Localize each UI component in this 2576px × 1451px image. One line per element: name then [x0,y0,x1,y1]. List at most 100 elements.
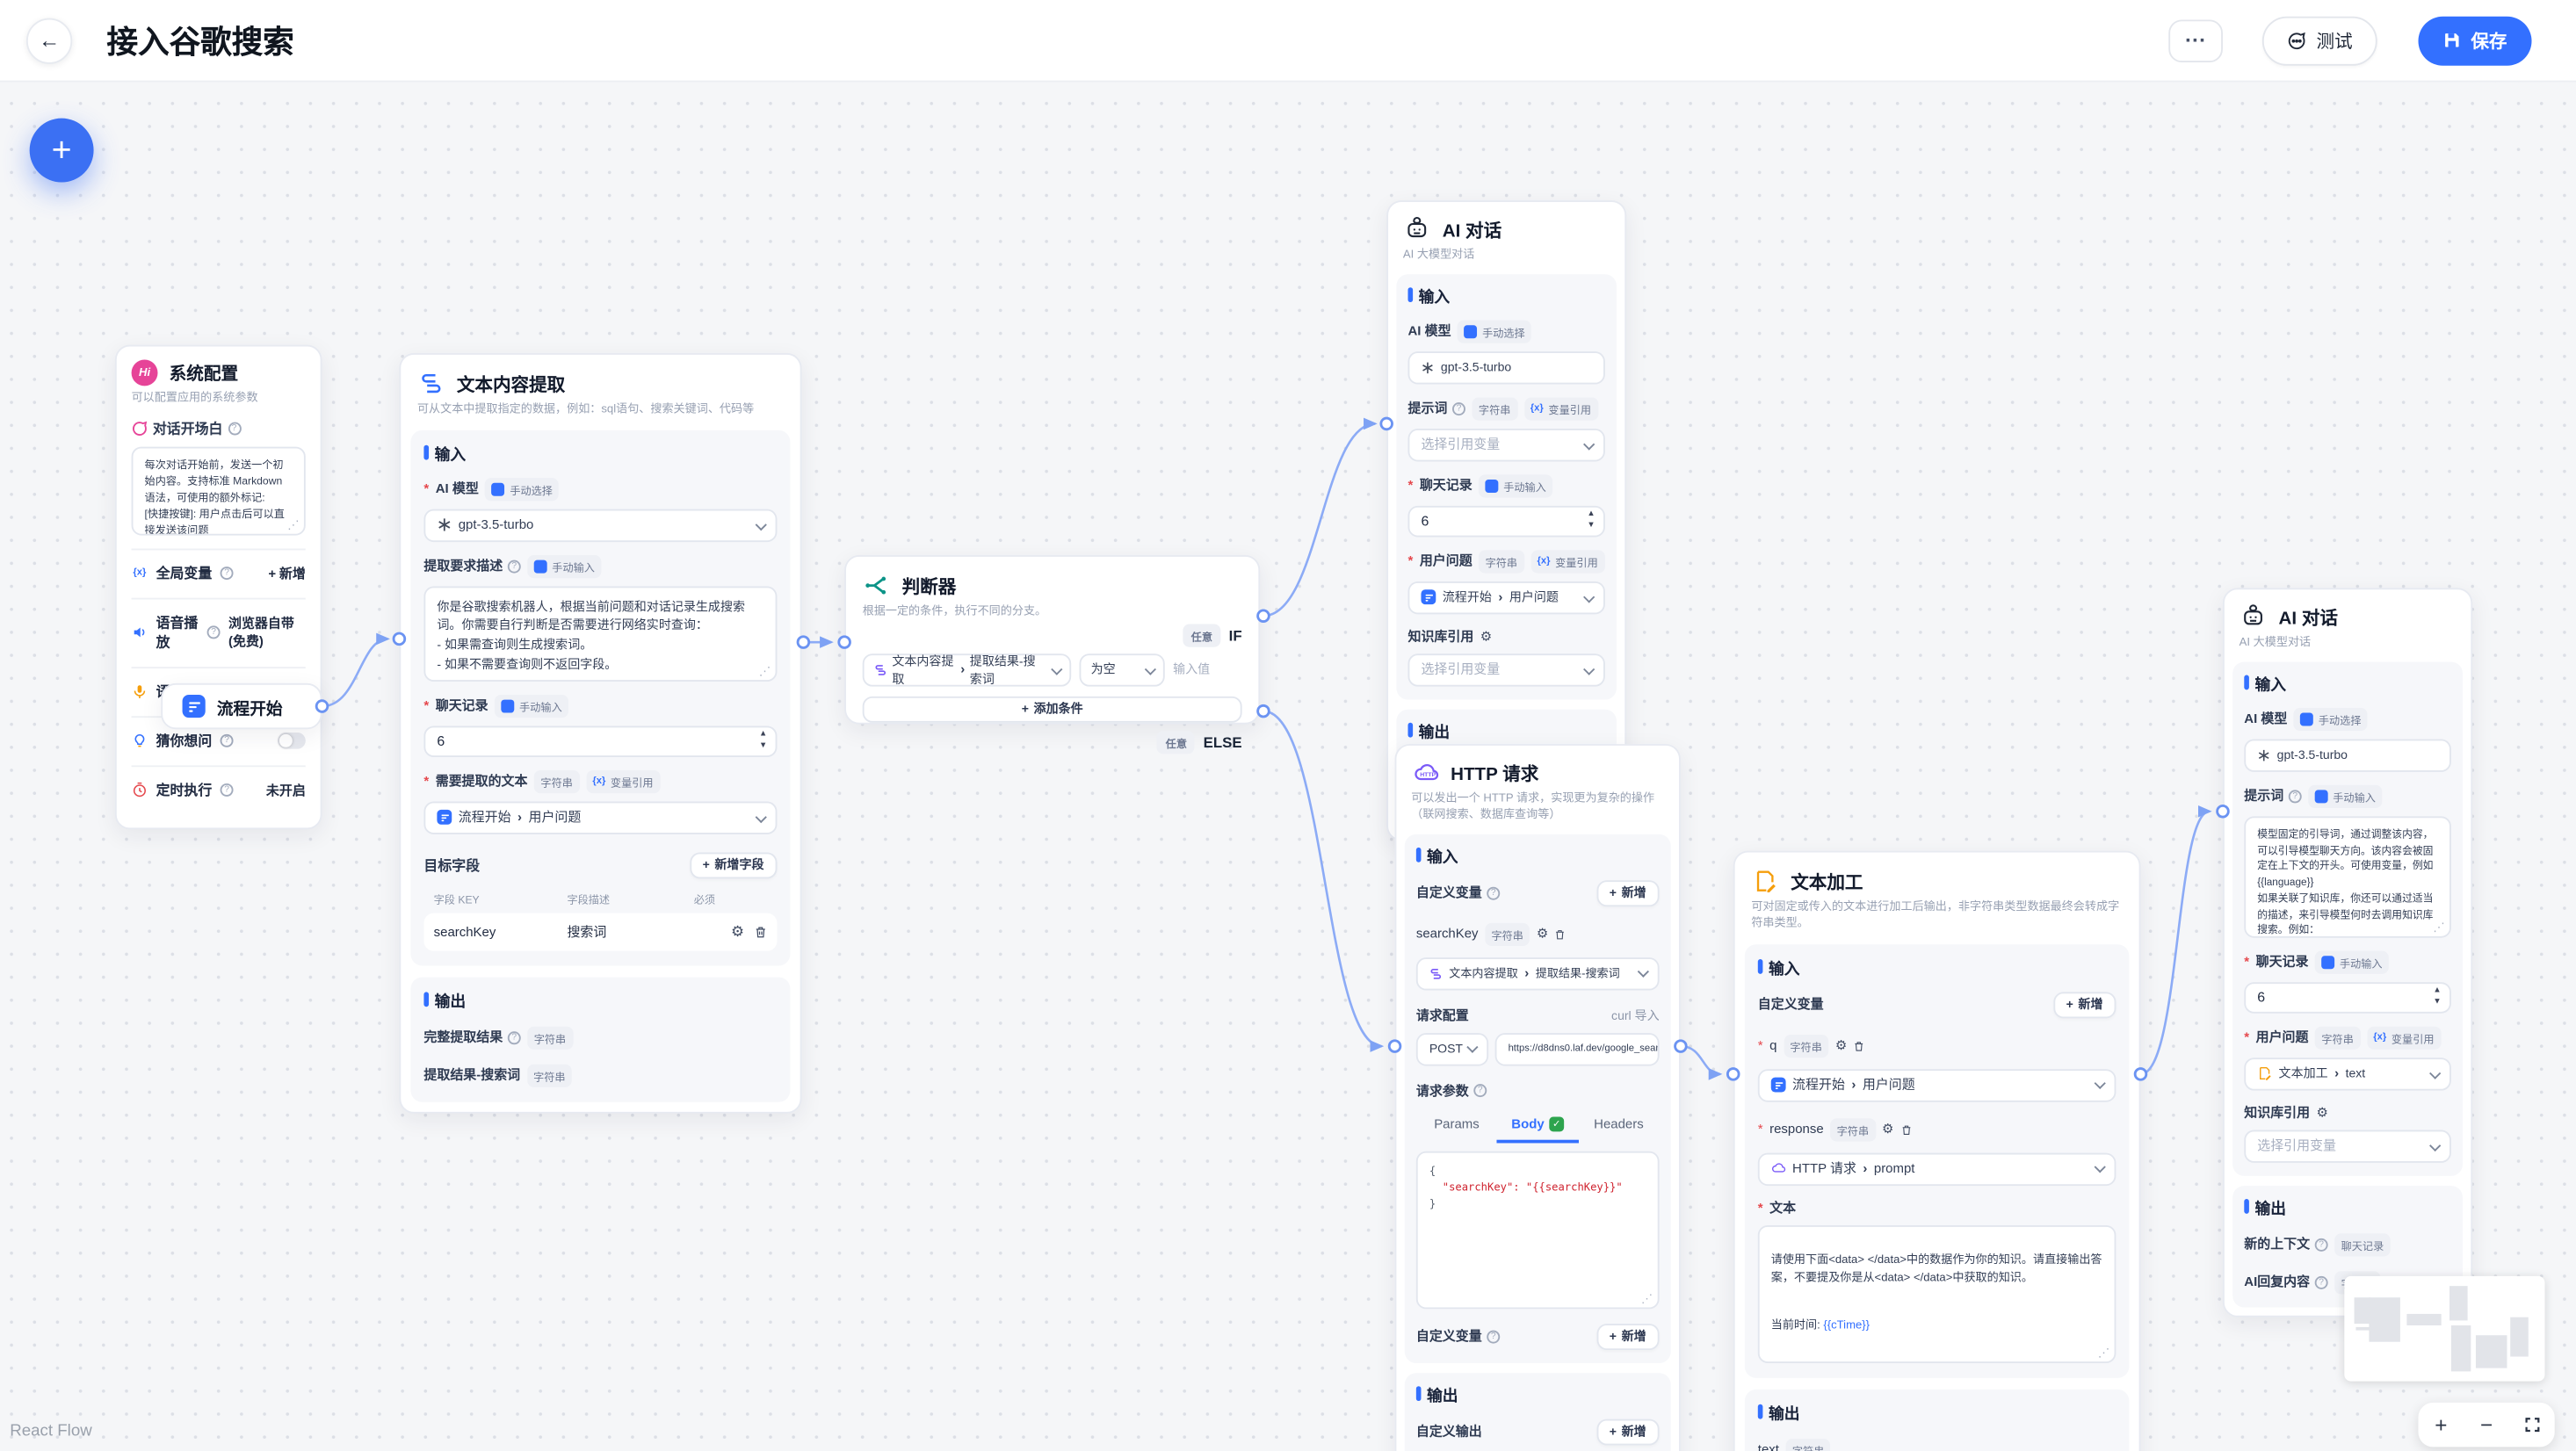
source-text-select[interactable]: 流程开始 › 用户问题 [423,801,778,834]
field-settings-button[interactable]: ⚙ [731,923,744,942]
resize-grip-icon[interactable]: ⋰ [758,666,771,678]
type-badge: 聊天记录 [2334,1232,2391,1257]
ref-field: 提取结果-搜索词 [969,653,1036,687]
add-variable-button[interactable]: +新增 [1596,879,1660,906]
kb-select[interactable]: 选择引用变量 [2244,1130,2451,1163]
add-variable-button[interactable]: +新增 [2052,991,2117,1018]
back-button[interactable]: ← [25,17,73,63]
node-ai-chat-2[interactable]: AI 对话 AI 大模型对话 输入 AI 模型 手动选择 gpt-3.5-tur… [2222,588,2473,1317]
resize-grip-icon[interactable]: ⋰ [2433,922,2445,935]
model-select[interactable]: gpt-3.5-turbo [1407,350,1605,385]
prompt-label: 提示词 [1407,401,1448,416]
url-input[interactable]: https://d8dns0.laf.dev/google_search [1494,1032,1660,1065]
delete-button[interactable] [1900,1115,1912,1144]
welcome-textarea[interactable]: 每次对话开始前，发送一个初始内容。支持标准 Markdown 语法，可使用的额外… [131,446,306,536]
variable-ref-badge: {x}变量引用 [1523,397,1598,421]
add-condition-button[interactable]: +添加条件 [862,696,1242,723]
tts-label: 语音播放 [156,614,199,652]
schedule-row[interactable]: 定时执行 ? 未开启 [131,764,306,814]
add-output-button[interactable]: +新增 [1596,1418,1660,1445]
model-label: AI 模型 [423,480,479,499]
condition-value-input[interactable]: 输入值 [1173,662,1211,677]
node-condition[interactable]: 判断器 根据一定的条件，执行不同的分支。 任意 IF 文本内容提取 › 提取结果… [844,555,1261,754]
question-select[interactable]: 文本加工 › text [2244,1057,2451,1091]
any-badge[interactable]: 任意 [1183,624,1221,647]
response-ref-select[interactable]: HTTP 请求 › prompt [1757,1151,2117,1186]
ref-node: 流程开始 [1792,1077,1845,1093]
node-text-process[interactable]: 文本加工 可对固定或传入的文本进行加工后输出，非字符串类型数据最终会转成字符串类… [1733,850,2141,1451]
number-stepper[interactable]: ▲▼ [758,729,768,751]
tts-row[interactable]: 语音播放 ? 浏览器自带(免费) [131,597,306,667]
text-textarea[interactable]: 请使用下面<data> </data>中的数据作为你的知识。请直接输出答案，不要… [1757,1224,2117,1363]
zoom-in-button[interactable]: + [2425,1408,2457,1440]
condition-operator-select[interactable]: 为空 [1079,653,1165,687]
test-button[interactable]: 测试 [2261,15,2377,65]
minimap[interactable] [2344,1275,2545,1382]
history-input[interactable]: 6 ▲▼ [2244,981,2451,1014]
help-icon: ? [1451,401,1465,415]
add-variable-button[interactable]: +新增 [268,566,306,581]
delete-button[interactable] [1854,1031,1865,1061]
zoom-out-button[interactable]: − [2470,1408,2502,1440]
more-button[interactable]: ··· [2168,18,2223,62]
field-delete-button[interactable] [754,924,767,939]
delete-button[interactable] [1555,919,1567,949]
body-code-editor[interactable]: { "searchKey": "{{searchKey}}" } ⋰ [1415,1151,1660,1309]
gear-icon[interactable]: ⚙ [2316,1105,2328,1120]
gear-icon[interactable]: ⚙ [1882,1122,1894,1137]
node-system-config[interactable]: Hi 系统配置 可以配置应用的系统参数 对话开场白 ? 每次对话开始前，发送一个… [114,344,322,829]
model-source-badge: 手动选择 [1458,320,1532,343]
gear-icon[interactable]: ⚙ [1480,628,1493,644]
kb-select[interactable]: 选择引用变量 [1407,653,1605,687]
history-input[interactable]: 6 ▲▼ [423,726,778,757]
number-stepper[interactable]: ▲▼ [2433,985,2442,1007]
any-badge[interactable]: 任意 [1157,730,1196,754]
test-button-label: 测试 [2316,32,2353,52]
question-select[interactable]: 流程开始 › 用户问题 [1407,581,1605,614]
manual-input-icon [501,699,515,713]
tab-headers[interactable]: Headers [1594,1115,1644,1131]
prompt-textarea[interactable]: 模型固定的引导词，通过调整该内容，可以引导模型聊天方向。该内容会被固定在上下文的… [2244,815,2451,938]
desc-textarea[interactable]: 你是谷歌搜索机器人，根据当前问题和对话记录生成搜索词。你需要自行判断是否需要进行… [423,586,778,682]
model-select[interactable]: gpt-3.5-turbo [2244,739,2451,772]
prompt-select[interactable]: 选择引用变量 [1407,428,1605,462]
help-icon: ? [507,1030,521,1044]
node-http-request[interactable]: HTTP HTTP 请求 可以发出一个 HTTP 请求，实现更为复杂的操作（联网… [1394,744,1681,1451]
tab-params[interactable]: Params [1434,1115,1480,1131]
trash-icon [1556,929,1565,939]
resize-grip-icon[interactable]: ⋰ [2097,1347,2109,1360]
guess-question-toggle[interactable] [278,733,306,750]
node-text-extract[interactable]: 文本内容提取 可从文本中提取指定的数据，例如：sql语句、搜索关键词、代码等 输… [399,353,802,1114]
add-field-button[interactable]: +新增字段 [689,852,778,879]
tab-body[interactable]: Body✓ [1497,1109,1579,1143]
fit-view-button[interactable] [2515,1408,2548,1440]
number-stepper[interactable]: ▲▼ [1587,509,1596,531]
mic-icon [132,683,148,700]
input-section-label: 输入 [1758,956,2117,978]
global-variables-row[interactable]: {x} 全局变量 ? +新增 [131,548,306,597]
resize-grip-icon[interactable]: ⋰ [287,520,300,532]
method-select[interactable]: POST [1415,1032,1489,1065]
chevron-down-icon [2428,1066,2440,1078]
field-row[interactable]: searchKey 搜索词 ⚙ [423,913,778,951]
timer-icon [132,783,148,799]
guess-question-label: 猜你想问 [156,733,213,750]
chevron-right-icon: › [517,810,523,826]
add-variable-button[interactable]: +新增 [1596,1323,1660,1350]
history-input[interactable]: 6 ▲▼ [1407,505,1605,538]
condition-variable-select[interactable]: 文本内容提取 › 提取结果-搜索词 [862,653,1072,687]
gear-icon[interactable]: ⚙ [1834,1037,1848,1053]
q-ref-select[interactable]: 流程开始 › 用户问题 [1757,1068,2117,1101]
curl-import-button[interactable]: curl 导入 [1611,1007,1660,1023]
chevron-down-icon [1467,1042,1479,1053]
var-ref-select[interactable]: 文本内容提取 › 提取结果-搜索词 [1415,957,1660,990]
model-label: AI 模型 [1407,323,1451,339]
model-select[interactable]: gpt-3.5-turbo [423,509,778,542]
add-node-button[interactable]: + [29,118,94,183]
resize-grip-icon[interactable]: ⋰ [1641,1291,1653,1305]
chevron-down-icon [2428,1138,2440,1150]
gear-icon[interactable]: ⚙ [1536,926,1549,942]
save-button[interactable]: 保存 [2418,15,2532,65]
node-flow-start[interactable]: 流程开始 [161,682,322,730]
